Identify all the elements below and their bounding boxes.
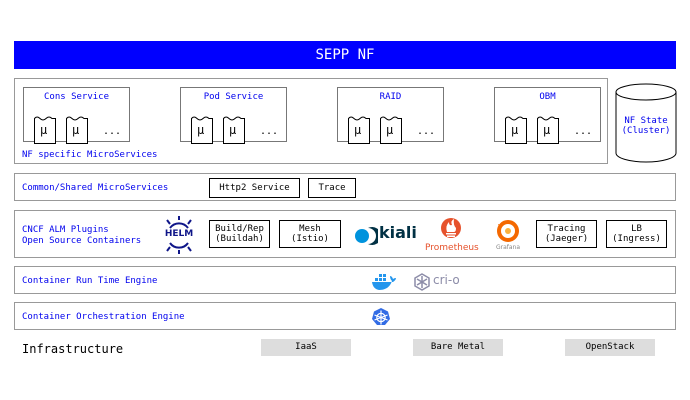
prometheus-logo-text: Prometheus [425, 243, 479, 253]
service-box-raid: RAID µ µ ... [337, 87, 444, 144]
microservice-container-icon: µ [537, 115, 559, 144]
service-box-cons: Cons Service µ µ ... [23, 87, 130, 144]
database-cylinder-icon [615, 83, 677, 163]
open-source-label: Open Source Containers [22, 236, 142, 246]
helm-logo-text: HELM [164, 229, 194, 239]
kiali-logo: kiali [354, 222, 417, 248]
microservice-container-icon: µ [380, 115, 402, 144]
grafana-logo: Grafana [490, 219, 526, 257]
container-runtime-row: Container Run Time Engine cri-o [14, 266, 676, 294]
microservice-container-icon: µ [34, 115, 56, 144]
docker-logo [371, 273, 397, 291]
helm-wheel-icon [166, 216, 192, 254]
build-rep-box: Build/Rep (Buildah) [209, 220, 270, 248]
microservice-container-icon: µ [505, 115, 527, 144]
trace-box: Trace [308, 178, 356, 198]
prometheus-flame-icon [441, 218, 461, 238]
crio-logo-text: cri-o [433, 273, 460, 287]
nf-specific-panel: Cons Service µ µ ... Pod Service µ µ ...… [14, 78, 608, 164]
kiali-logo-text: kiali [379, 223, 417, 242]
cncf-plugins-row: CNCF ALM Plugins Open Source Containers … [14, 210, 676, 258]
more-ellipsis: ... [417, 126, 436, 137]
service-box-pod: Pod Service µ µ ... [180, 87, 287, 144]
grafana-logo-text: Grafana [495, 244, 521, 251]
more-ellipsis: ... [260, 126, 279, 137]
service-title: OBM [539, 92, 556, 102]
cncf-label: CNCF ALM Plugins [22, 225, 109, 235]
common-shared-label: Common/Shared MicroServices [22, 183, 169, 193]
service-title: Cons Service [43, 92, 110, 102]
iaas-box: IaaS [261, 339, 351, 356]
container-runtime-label: Container Run Time Engine [22, 276, 158, 286]
more-ellipsis: ... [103, 126, 122, 137]
lb-box: LB (Ingress) [606, 220, 667, 248]
crio-logo: cri-o [413, 272, 473, 292]
kubernetes-logo [371, 307, 391, 327]
microservice-container-icon: µ [191, 115, 213, 144]
helm-logo: HELM [161, 216, 197, 254]
kiali-icon [355, 227, 378, 245]
container-orchestration-label: Container Orchestration Engine [22, 312, 185, 322]
service-box-obm: OBM µ µ ... [494, 87, 601, 144]
nf-state-database: NF State (Cluster) [615, 83, 677, 163]
microservice-container-icon: µ [223, 115, 245, 144]
http2-service-box: Http2 Service [209, 178, 300, 198]
microservice-container-icon: µ [348, 115, 370, 144]
tracing-box: Tracing (Jaeger) [536, 220, 597, 248]
nf-state-sublabel: (Cluster) [621, 126, 671, 136]
common-shared-row: Common/Shared MicroServices Http2 Servic… [14, 173, 676, 201]
bare-metal-box: Bare Metal [413, 339, 503, 356]
kubernetes-helm-icon [372, 308, 390, 325]
grafana-swirl-icon [497, 220, 519, 242]
service-title: RAID [379, 92, 402, 102]
infrastructure-label: Infrastructure [22, 342, 124, 356]
openstack-box: OpenStack [565, 339, 655, 356]
microservice-container-icon: µ [66, 115, 88, 144]
more-ellipsis: ... [574, 126, 593, 137]
prometheus-logo: Prometheus [425, 216, 479, 256]
crio-snowflake-icon [414, 273, 430, 291]
service-title: Pod Service [203, 92, 264, 102]
docker-whale-icon [372, 274, 396, 290]
mesh-box: Mesh (Istio) [279, 220, 341, 248]
nf-specific-label: NF specific MicroServices [22, 150, 158, 160]
nf-state-label: NF State [624, 116, 668, 126]
diagram-title: SEPP NF [14, 41, 676, 69]
container-orchestration-row: Container Orchestration Engine [14, 302, 676, 330]
